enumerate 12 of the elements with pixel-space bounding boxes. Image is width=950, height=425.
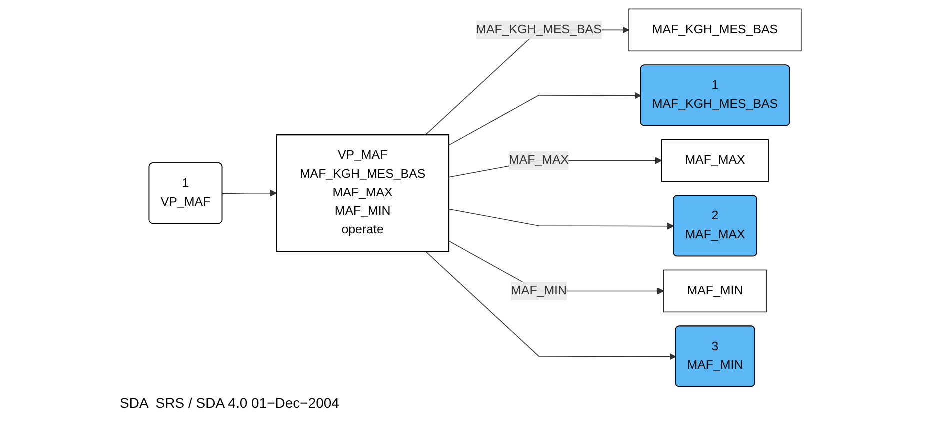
node-box: MAF_KGH_MES_BAS [628, 8, 802, 52]
arrow [425, 250, 676, 360]
edge-label: MAF_MIN [510, 284, 567, 297]
arrow [448, 208, 674, 230]
footer-note: SDA SRS / SDA 4.0 01−Dec−2004 [120, 395, 340, 411]
node-box: MAF_MAX [661, 138, 769, 182]
arrow [222, 189, 277, 196]
node-box: MAF_MIN [663, 269, 767, 312]
edge-label: MAF_KGH_MES_BAS [476, 22, 602, 36]
edge-label: MAF_MAX [508, 153, 569, 166]
node-box: VP_MAF MAF_KGH_MES_BAS MAF_MAX MAF_MIN operate [276, 134, 450, 252]
arrow [448, 92, 642, 146]
